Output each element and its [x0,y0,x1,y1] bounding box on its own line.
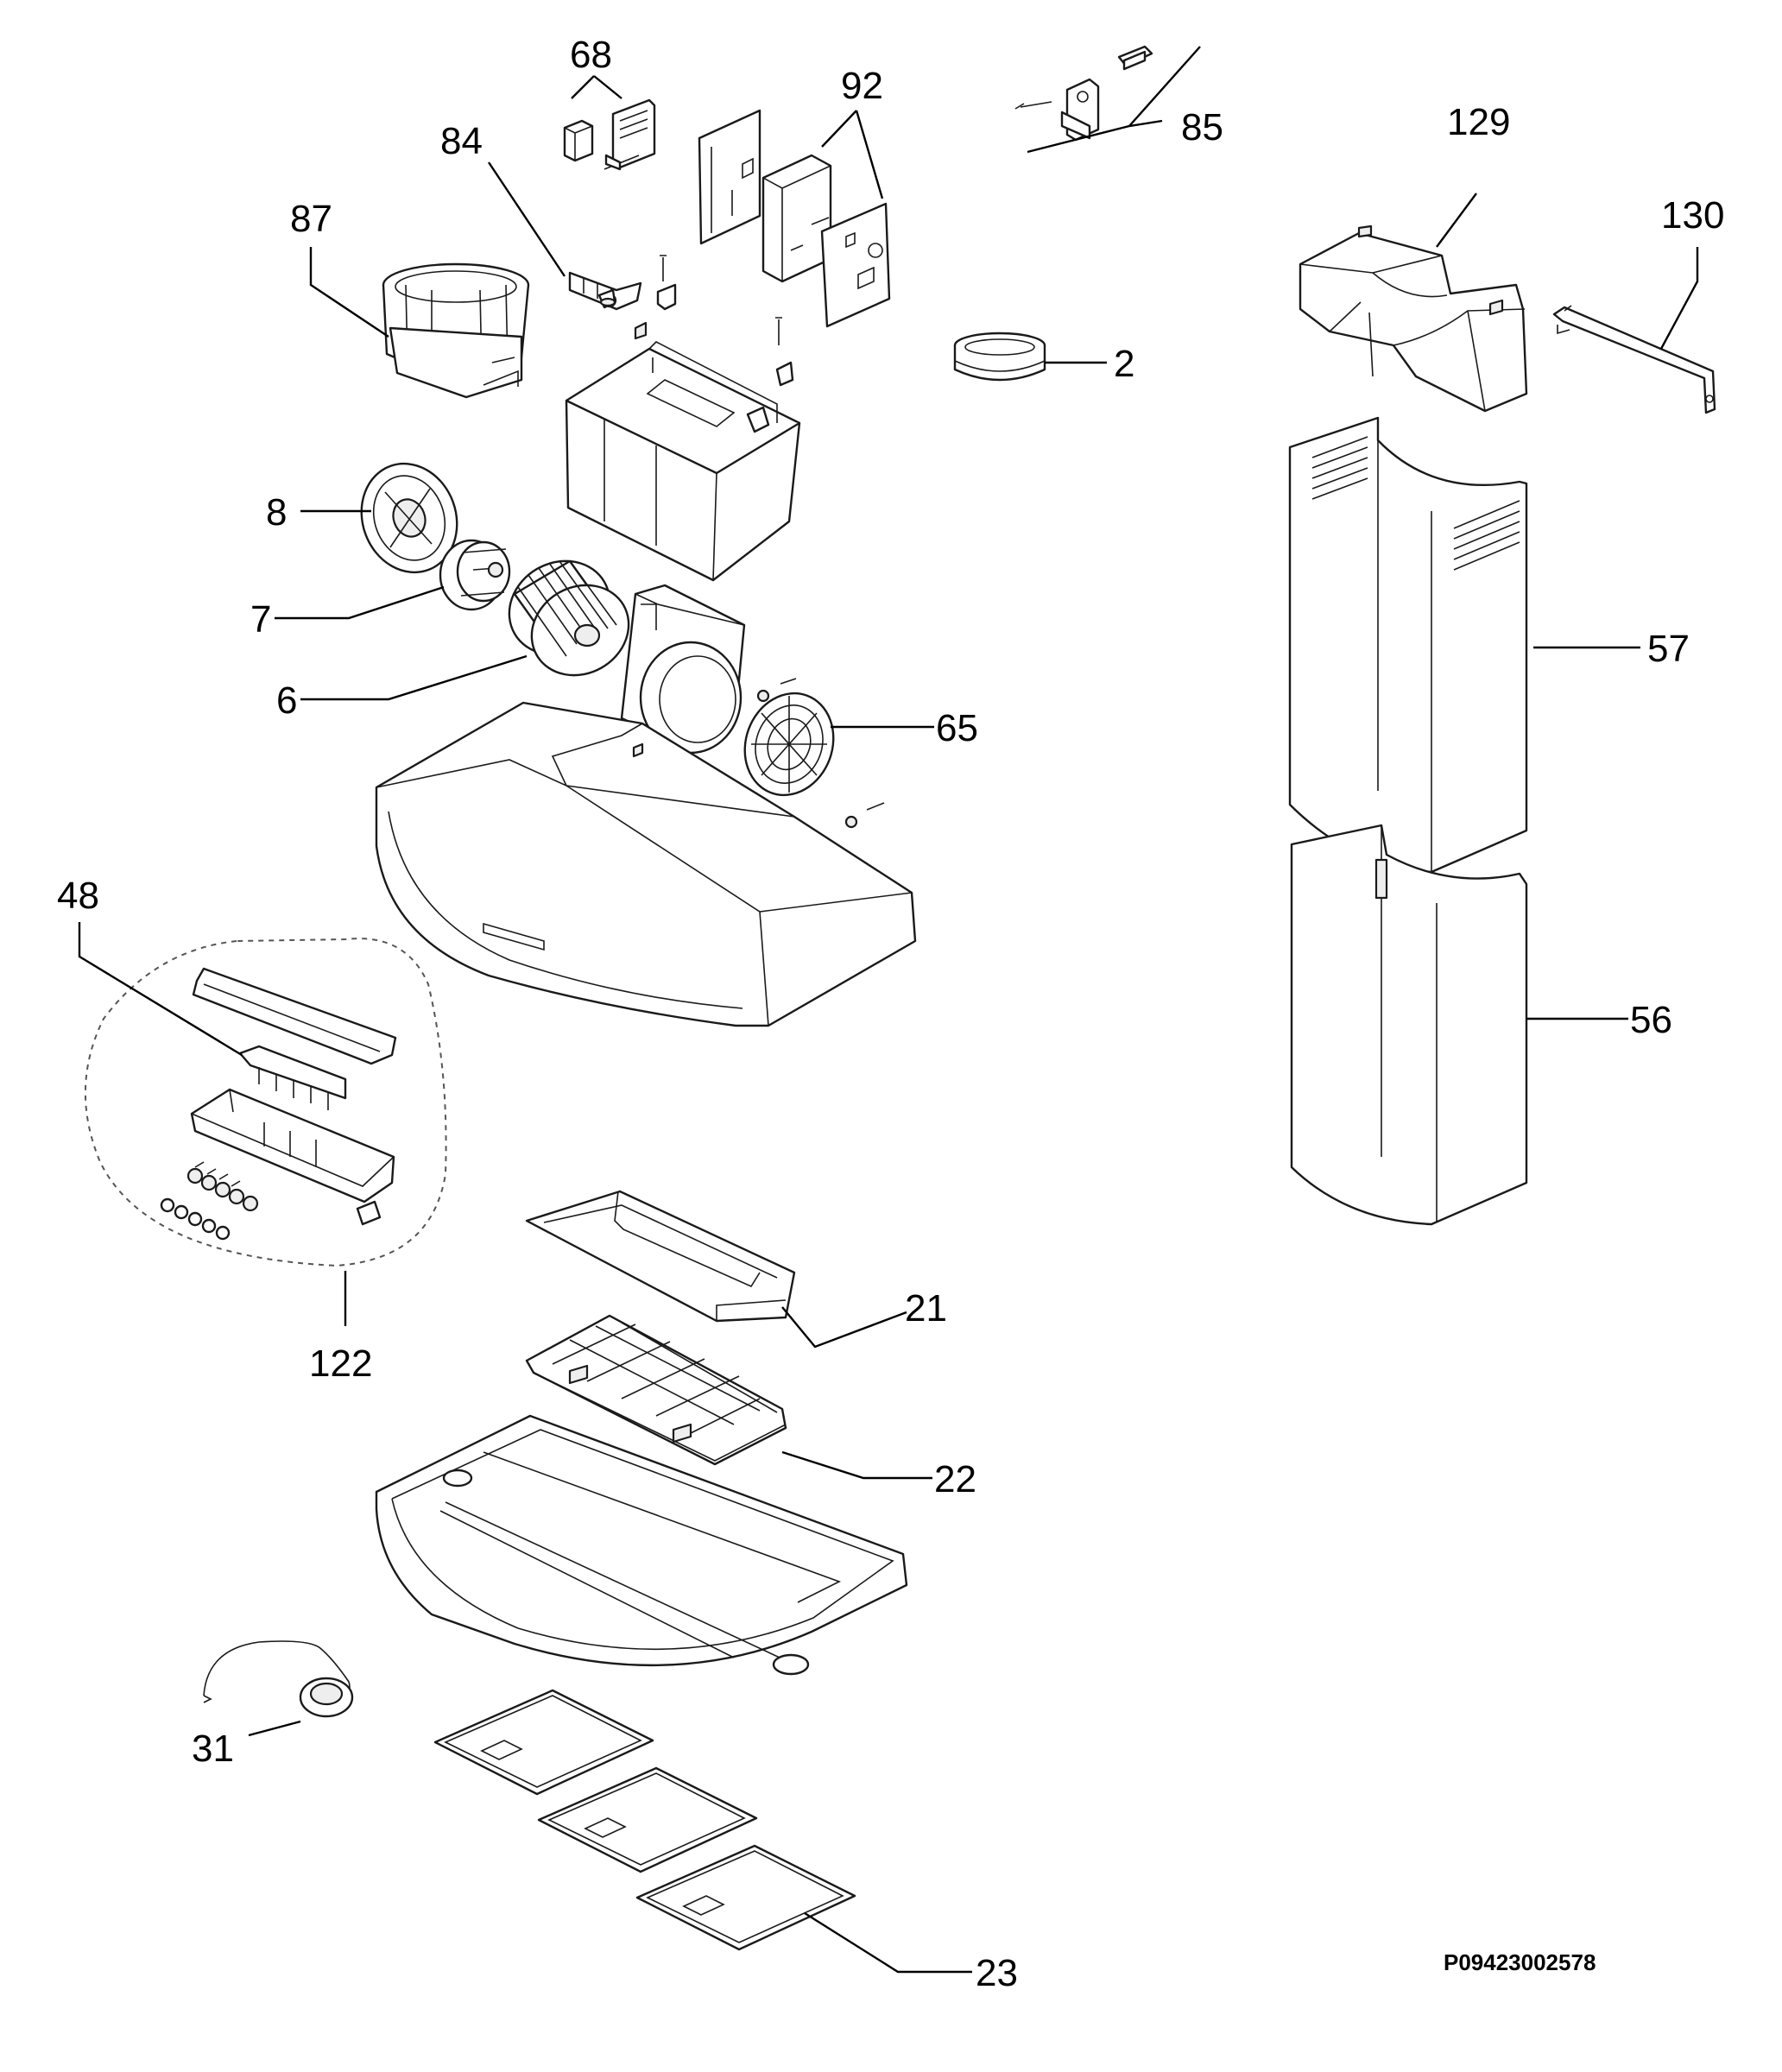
part-130-bracket [1552,305,1716,414]
part-92-control [698,109,891,328]
label-22: 22 [934,1458,976,1500]
label-122: 122 [309,1342,372,1385]
label-130: 130 [1661,194,1724,237]
part-7-motor [439,539,511,611]
label-65: 65 [936,707,978,749]
label-7: 7 [250,598,271,641]
part-hood-canopy [375,701,917,1027]
label-56: 56 [1630,999,1672,1041]
label-48: 48 [57,875,99,917]
part-57-upper-chimney [1288,416,1528,874]
label-23: 23 [976,1952,1018,1994]
part-31-lamp [203,1640,354,1718]
part-84-terminal [568,255,677,311]
label-92: 92 [841,65,883,107]
leader-lines [78,46,1699,1974]
part-2-spacer [953,332,1046,382]
part-23-grease-filters [433,1689,856,1951]
part-129-deflector [1299,224,1528,413]
label-2: 2 [1114,343,1134,385]
label-84: 84 [440,120,483,162]
part-6-blower-wheel [508,559,630,677]
part-85-bracket [1014,45,1153,142]
label-57: 57 [1647,628,1690,670]
part-56-lower-chimney [1290,824,1528,1226]
part-22-carbon-filter [525,1314,787,1466]
part-122-control-kit [85,938,447,1267]
label-68: 68 [570,34,612,76]
label-6: 6 [276,679,297,722]
label-8: 8 [266,491,287,534]
part-21-filter-frame [525,1190,796,1323]
part-65-fan-guard [743,678,885,829]
part-numbers: 68 92 85 84 87 129 130 2 8 7 6 65 57 48 … [57,34,1724,1994]
label-129: 129 [1447,101,1510,143]
label-85: 85 [1181,106,1223,148]
label-21: 21 [905,1287,947,1330]
part-motor-housing [565,297,801,582]
part-87-duct-collar [382,262,530,399]
part-8-motor-plate [360,462,458,574]
label-87: 87 [290,198,332,240]
drawing-code: P09423002578 [1444,1949,1596,1975]
label-31: 31 [192,1728,234,1770]
part-68-relay [563,98,656,171]
part-grease-tray [375,1414,908,1676]
part-scroll-housing [620,584,746,755]
